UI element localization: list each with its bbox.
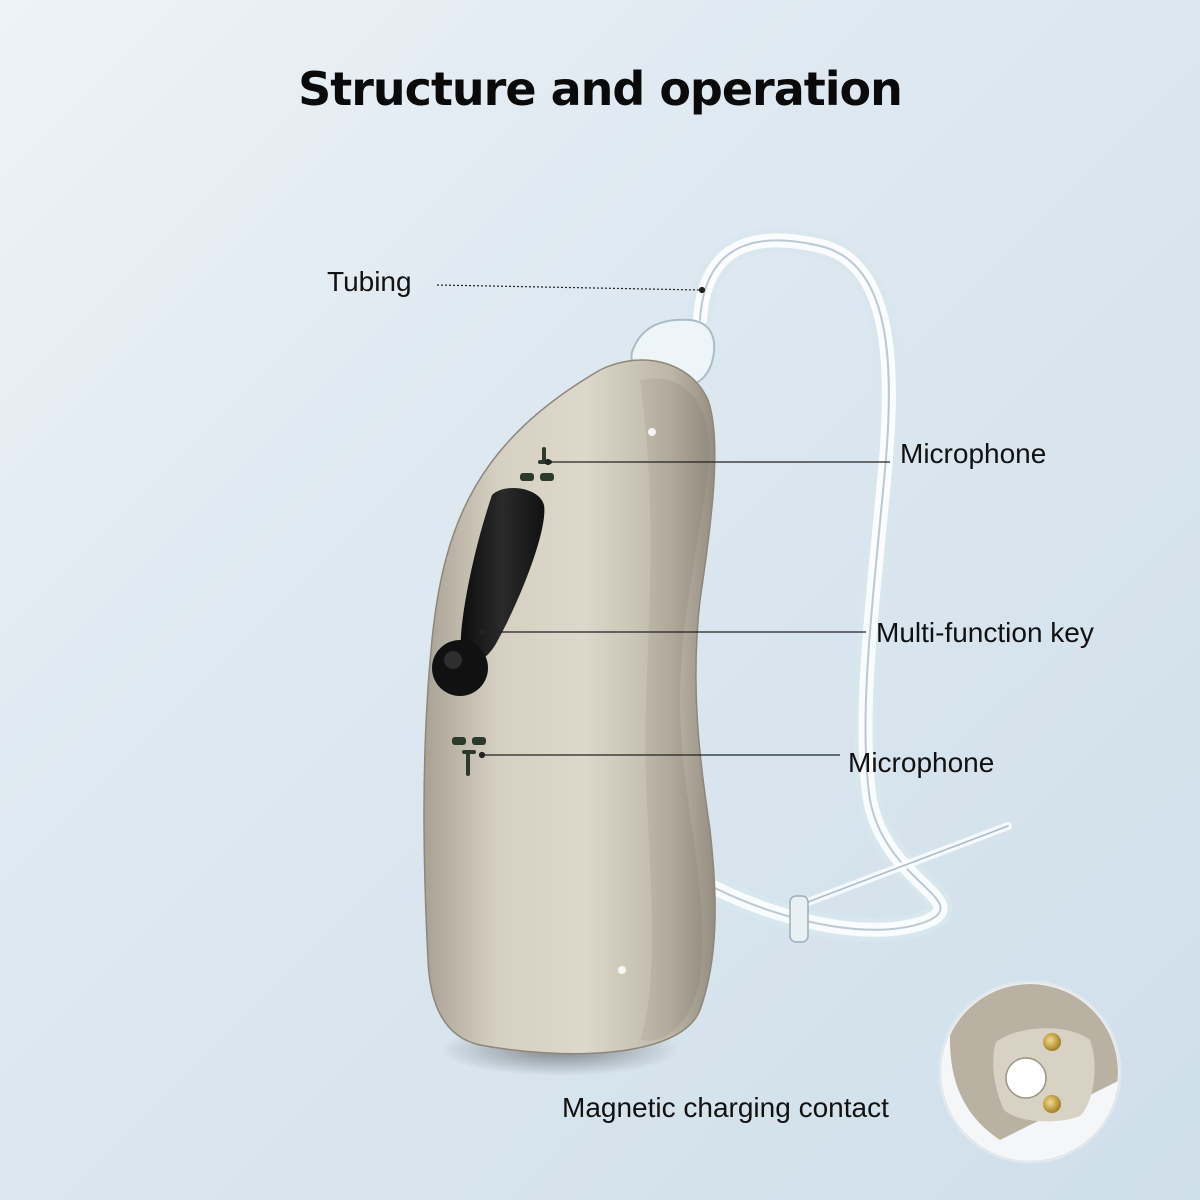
charging-contact-inset (938, 980, 1122, 1164)
tubing (688, 228, 1012, 943)
multi-function-key (432, 487, 545, 696)
label-tubing: Tubing (327, 266, 412, 297)
page-title: Structure and operation (298, 62, 903, 116)
label-microphone-bottom: Microphone (848, 747, 995, 778)
microphone-bottom-port (452, 737, 486, 776)
gold-contact-2 (1043, 1095, 1061, 1113)
label-magnetic-charging-contact: Magnetic charging contact (562, 1092, 889, 1123)
label-microphone-top: Microphone (900, 438, 1047, 469)
gold-contact-1 (1043, 1033, 1061, 1051)
label-multi-function-key: Multi-function key (876, 617, 1094, 648)
leader-lines (436, 284, 890, 759)
magnet (1005, 1057, 1047, 1099)
